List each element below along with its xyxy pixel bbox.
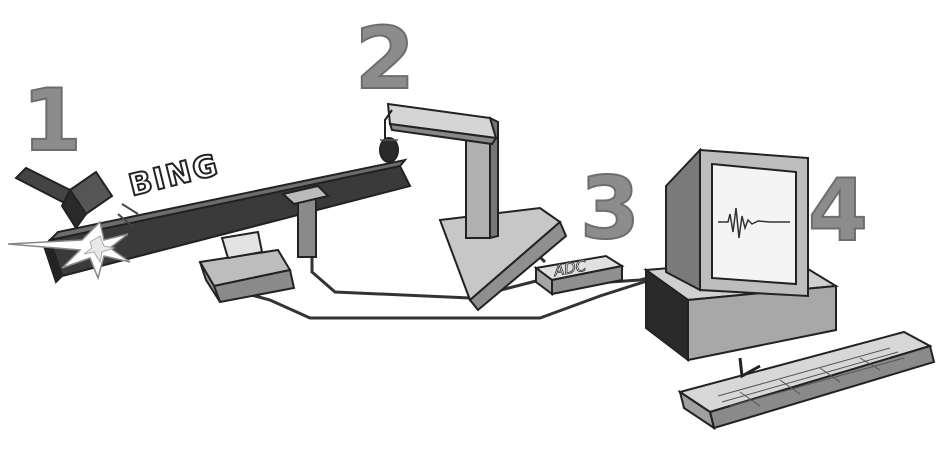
step-number-4: 4 (808, 161, 868, 261)
hammer-icon (16, 168, 112, 228)
step-number-2: 2 (355, 9, 415, 109)
step-number-1: 1 (22, 71, 82, 171)
impact-label: BING (125, 148, 223, 204)
step-number-3: 3 (580, 159, 640, 259)
computer (646, 150, 836, 360)
beam-clamp (283, 186, 328, 257)
signal-conditioner (200, 232, 294, 302)
